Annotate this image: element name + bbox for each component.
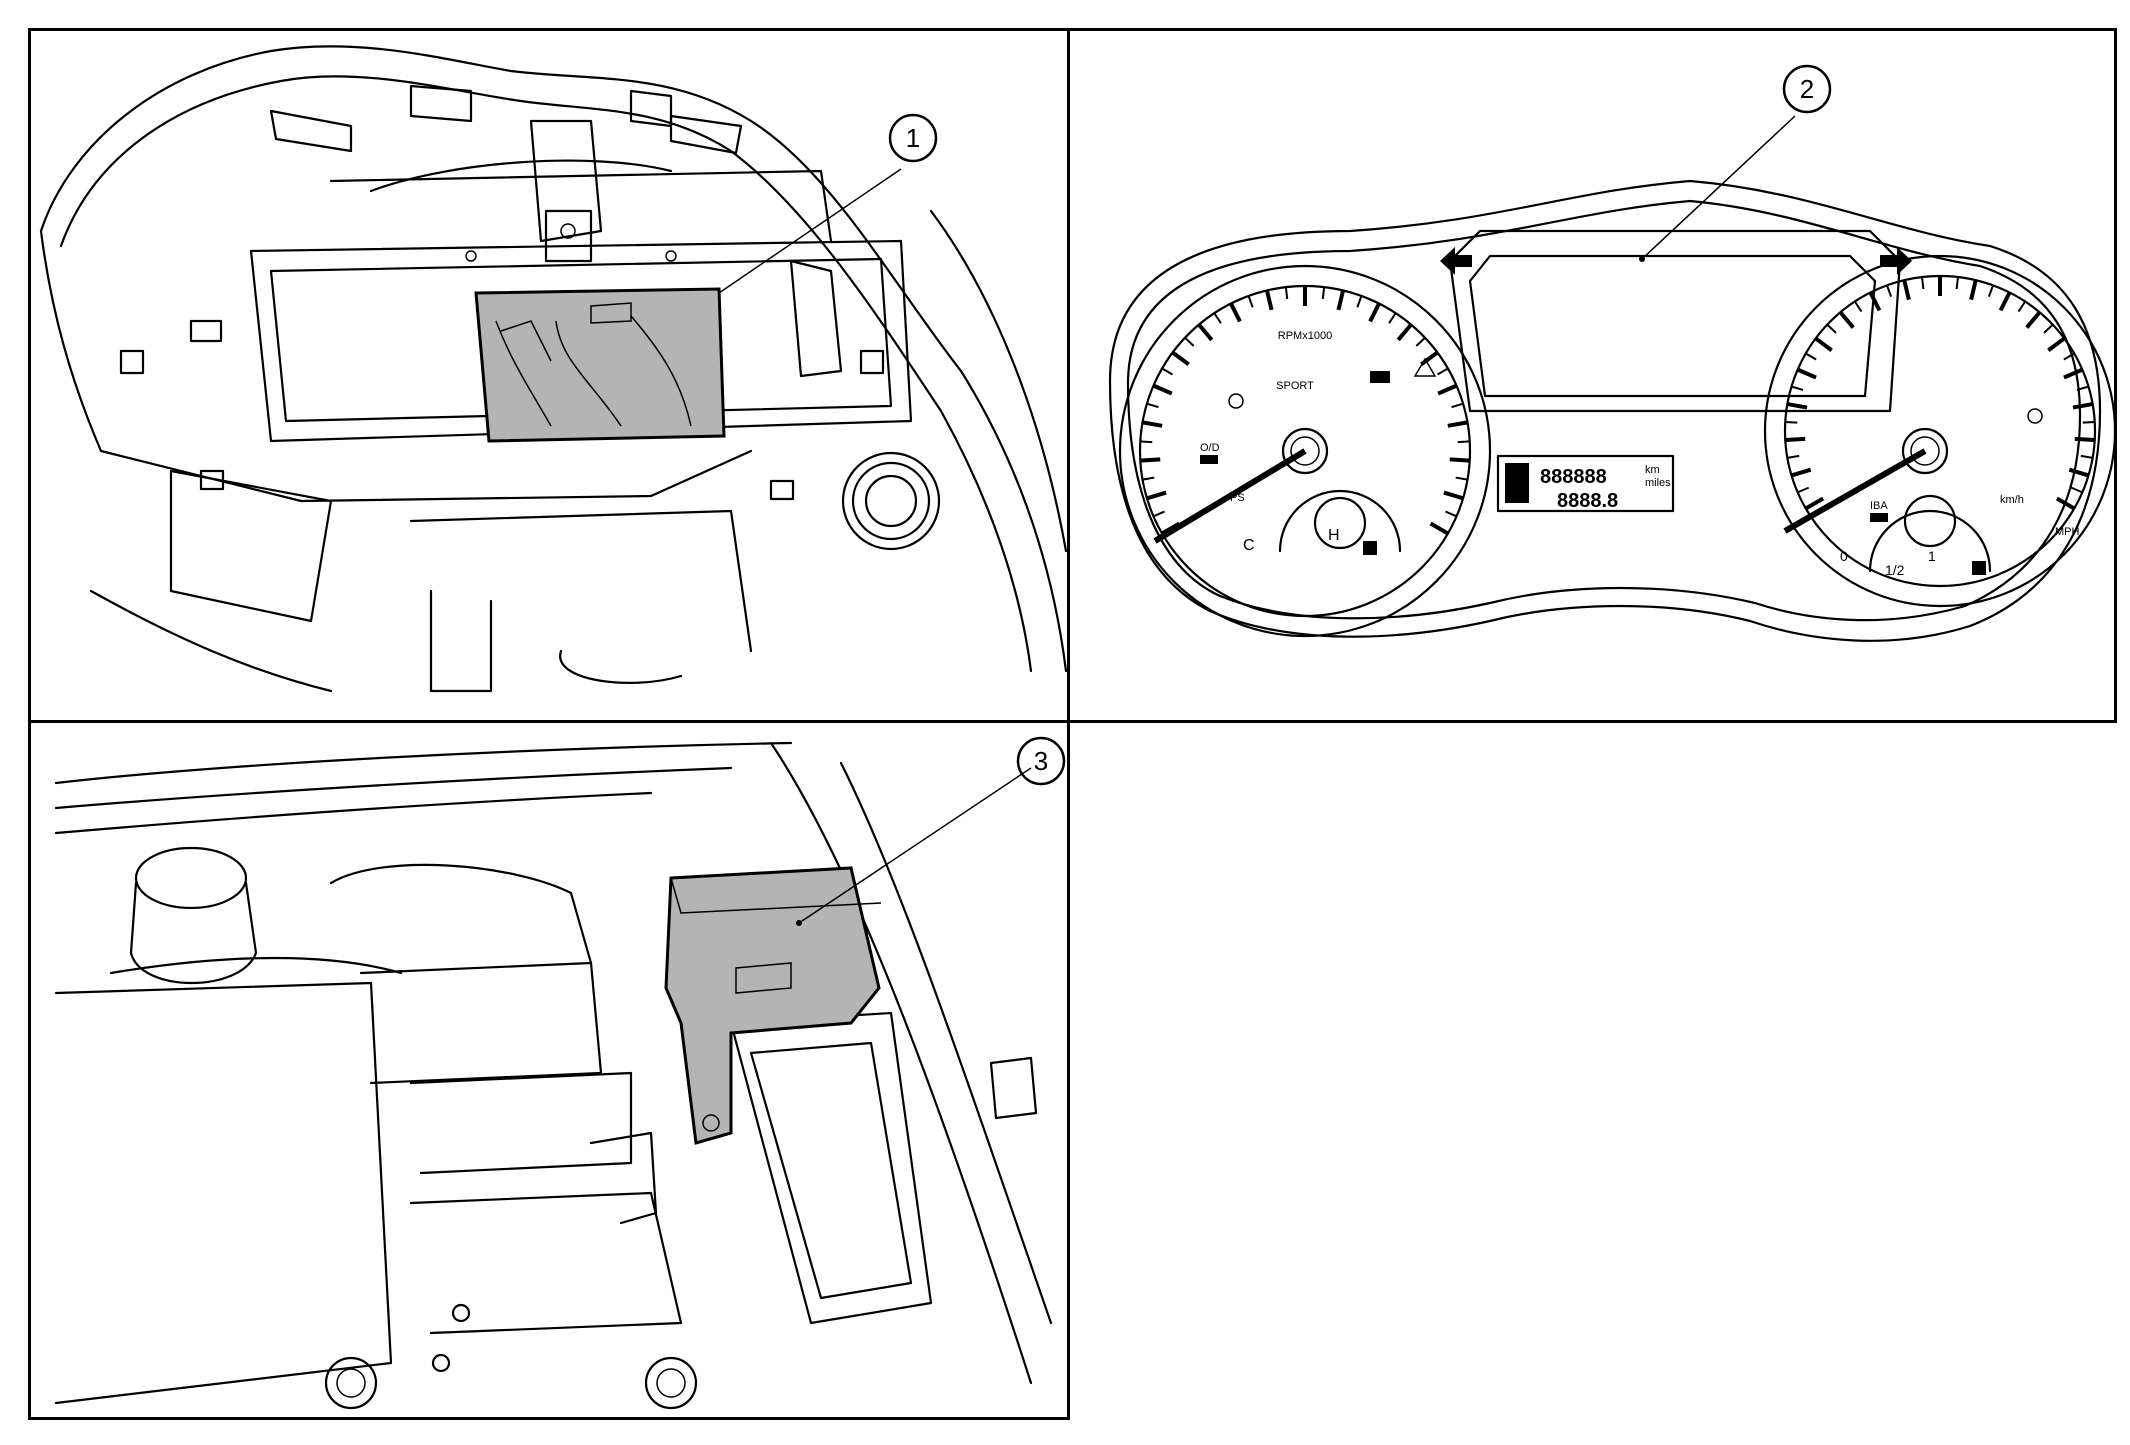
gauge-tick [2063,367,2084,380]
gauge-tick [1415,337,1426,347]
panel-engine-bay: 3 [28,720,1070,1420]
gauge-tick [1449,457,1470,463]
gauge-tick [2070,486,2083,494]
gauge-tick [2076,385,2089,391]
gauge-tick [1368,302,1381,323]
gauge-tick [1284,286,1289,300]
gauge-tick [1868,291,1882,312]
gauge-tick [1969,279,1978,301]
gauge-tick [1455,476,1468,481]
gauge-tick [1265,289,1274,311]
gauge-tick [1420,350,1439,367]
gauge-tick [1447,420,1468,428]
gauge-tick [1797,486,1810,494]
svg-text:8888.8: 8888.8 [1557,490,1618,512]
gauge-tick [1171,350,1190,367]
fuel-empty-label: 0 [1840,548,1848,564]
gauge-tick [1805,352,1817,361]
callout-3-label: 3 [1034,746,1048,776]
gauge-tick [1785,436,1806,443]
svg-text:888888: 888888 [1540,466,1607,488]
gauge-tick [1787,402,1808,410]
gauge-tick [1184,337,1195,347]
hot-label: H [1328,527,1340,544]
callout-1-label: 1 [906,123,920,153]
tachometer: RPMx1000 SPORT O/D PS C H [1118,264,1492,638]
gauge-tick [1796,367,1817,380]
panel-instrument-cluster: 888888 8888.8 km miles RPMx1000 SPORT O/… [1067,28,2117,723]
gauge-tick [1437,383,1458,396]
gauge-tick [2055,496,2076,511]
gauge-tick [1153,510,1165,518]
gauge-tick [1336,289,1345,311]
gauge-tick [1791,385,1804,391]
gauge-tick [1457,440,1470,444]
gauge-tick [1987,285,1994,297]
gauge-tick [2072,402,2093,410]
gauge-tick [1247,295,1254,308]
gauge-tick [1146,490,1167,501]
odometer-unit-km: km [1645,464,1660,476]
gauge-tick [1787,454,1800,459]
gauge-tick [2068,467,2090,478]
gauge-tick [1790,467,1812,478]
gauge-tick [1921,276,1925,290]
gauge-tick [1140,457,1161,463]
gauge-tick [1998,291,2012,312]
gauge-tick [1142,476,1155,481]
gauge-tick [1785,420,1798,424]
gauge-tick [1902,279,1911,301]
tach-label: RPMx1000 [1278,330,1332,342]
sport-label: SPORT [1276,380,1314,392]
gauge-tick [1388,312,1397,324]
callout-2-label: 2 [1800,74,1814,104]
gauge-tick [2017,300,2027,313]
gauge-tick [1445,510,1457,518]
gauge-tick [1826,323,1837,334]
gauge-tick [1161,367,1173,376]
gauge-tick [2080,454,2093,459]
gauge-tick [1437,367,1449,376]
gauge-tick [1838,310,1855,329]
gauge-tick [2063,352,2075,361]
gauge-tick [1396,323,1413,342]
fuel-full-label: 1 [1928,548,1936,564]
gauge-tick [2047,336,2066,352]
gauge-tick [1886,285,1893,297]
gauge-tick [1853,300,1863,313]
gauge-tick [1804,496,1825,511]
gauge-tick [2082,420,2095,424]
engine-bay-drawing: 3 [54,736,1066,1410]
gauge-tick [1321,286,1326,300]
gauge-tick [1451,402,1464,409]
cold-label: C [1243,537,1255,554]
gauge-tick [1146,402,1159,409]
dash-interior-drawing: 1 [39,45,1067,693]
iba-label: IBA [1870,500,1888,512]
instrument-cluster-drawing: 888888 8888.8 km miles RPMx1000 SPORT O/… [1108,64,2114,642]
gauge-tick [1443,490,1464,501]
gauge-tick [2074,436,2095,443]
gauge-tick [1955,276,1959,290]
gauge-tick [1814,336,1833,352]
gauge-tick [1140,440,1153,444]
gauge-tick [2025,310,2042,329]
gauge-tick [1229,302,1242,323]
gauge-tick [1197,323,1214,342]
kmh-label: km/h [2000,494,2024,506]
panel-dash-interior: 1 [28,28,1070,723]
gauge-tick [2043,323,2054,334]
mph-label: MPH [2055,526,2080,538]
gauge-tick [1429,521,1449,536]
odometer-unit-miles: miles [1645,477,1671,489]
speedometer: km/h MPH IBA 0 1/2 1 [1763,254,2114,608]
gauge-tick [1142,420,1163,428]
gauge-tick [1152,383,1173,396]
component-3-highlight [664,866,881,1145]
gauge-tick [1213,312,1222,324]
component-1-highlight [474,287,726,443]
od-label: O/D [1200,442,1220,454]
gauge-tick [1356,295,1363,308]
fuel-half-label: 1/2 [1885,562,1905,578]
